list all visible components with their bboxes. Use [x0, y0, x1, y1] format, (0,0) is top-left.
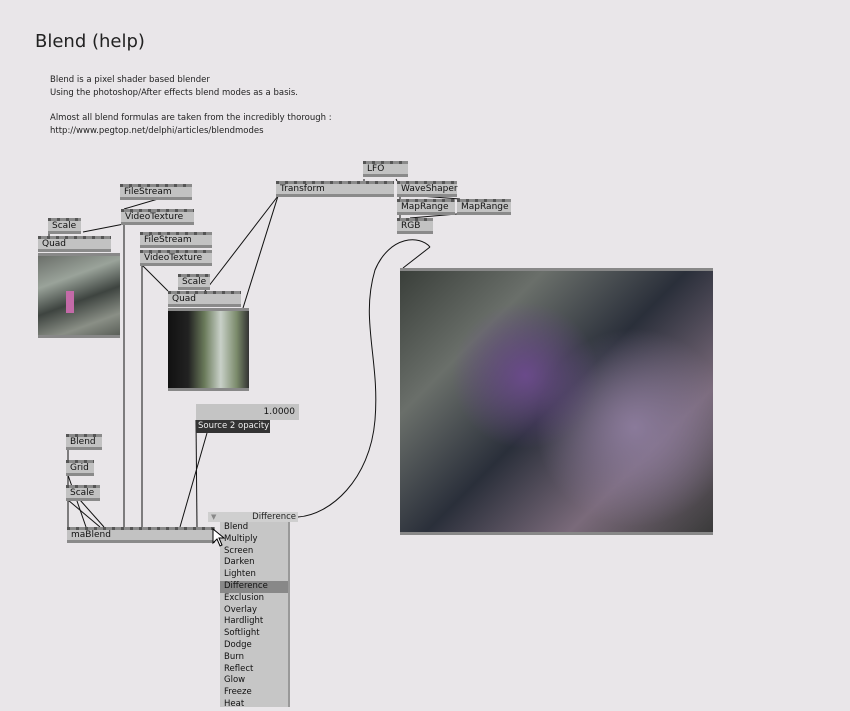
- option-reflect[interactable]: Reflect: [224, 663, 254, 674]
- option-overlay[interactable]: Overlay: [224, 604, 258, 615]
- scale-node[interactable]: Scale: [178, 274, 210, 290]
- option-glow[interactable]: Glow: [224, 675, 246, 686]
- filestream-node[interactable]: FileStream: [120, 184, 192, 200]
- maprange-node[interactable]: MapRange: [397, 199, 455, 215]
- option-freeze[interactable]: Freeze: [224, 687, 252, 698]
- rgb-node[interactable]: RGB: [397, 218, 433, 234]
- render-output: [400, 268, 713, 535]
- opacity-input[interactable]: 1.0000: [196, 404, 299, 420]
- option-multiply[interactable]: Multiply: [224, 533, 258, 544]
- option-softlight[interactable]: Softlight: [224, 628, 260, 639]
- description-line: Using the photoshop/After effects blend …: [50, 88, 298, 98]
- blend-node[interactable]: Blend: [66, 434, 102, 450]
- scale-node[interactable]: Scale: [66, 485, 100, 501]
- quad-node[interactable]: Quad: [168, 291, 241, 307]
- filestream-node[interactable]: FileStream: [140, 232, 212, 248]
- description-line: Almost all blend formulas are taken from…: [50, 113, 332, 123]
- page-title: Blend (help): [35, 31, 145, 52]
- preview-figure: [66, 291, 74, 313]
- video-preview-1: [38, 253, 120, 338]
- option-burn[interactable]: Burn: [224, 651, 244, 662]
- option-difference[interactable]: Difference: [220, 580, 288, 593]
- waveshaper-node[interactable]: WaveShaper: [397, 181, 458, 197]
- transform-node[interactable]: Transform: [276, 181, 394, 197]
- option-darken[interactable]: Darken: [224, 557, 255, 568]
- blend-mode-selected: Difference: [252, 512, 296, 522]
- option-lighten[interactable]: Lighten: [224, 569, 256, 580]
- opacity-tooltip: Source 2 opacity: [196, 420, 270, 433]
- blend-mode-list[interactable]: Blend Multiply Screen Darken Lighten Dif…: [220, 522, 290, 709]
- description-link[interactable]: http://www.pegtop.net/delphi/articles/bl…: [50, 126, 264, 136]
- description-line: Blend is a pixel shader based blender: [50, 75, 210, 85]
- videotexture-node[interactable]: VideoTexture: [121, 209, 194, 225]
- option-heat[interactable]: Heat: [224, 698, 245, 709]
- dropdown-arrow-icon: ▼: [211, 513, 217, 521]
- option-blend[interactable]: Blend: [224, 522, 249, 532]
- videotexture-node[interactable]: VideoTexture: [140, 250, 212, 266]
- video-preview-2: [168, 308, 249, 391]
- grid-node[interactable]: Grid: [66, 460, 94, 476]
- lfo-node[interactable]: LFO: [363, 161, 408, 177]
- option-hardlight[interactable]: Hardlight: [224, 616, 264, 627]
- quad-node[interactable]: Quad: [38, 236, 111, 252]
- mablend-node[interactable]: maBlend: [67, 527, 215, 543]
- blend-mode-dropdown[interactable]: ▼ Difference: [208, 512, 298, 522]
- maprange-node[interactable]: MapRange: [457, 199, 511, 215]
- option-exclusion[interactable]: Exclusion: [224, 592, 265, 603]
- mouse-cursor-icon: [212, 528, 226, 547]
- scale-node[interactable]: Scale: [48, 218, 81, 234]
- option-screen[interactable]: Screen: [224, 545, 254, 556]
- option-dodge[interactable]: Dodge: [224, 639, 252, 650]
